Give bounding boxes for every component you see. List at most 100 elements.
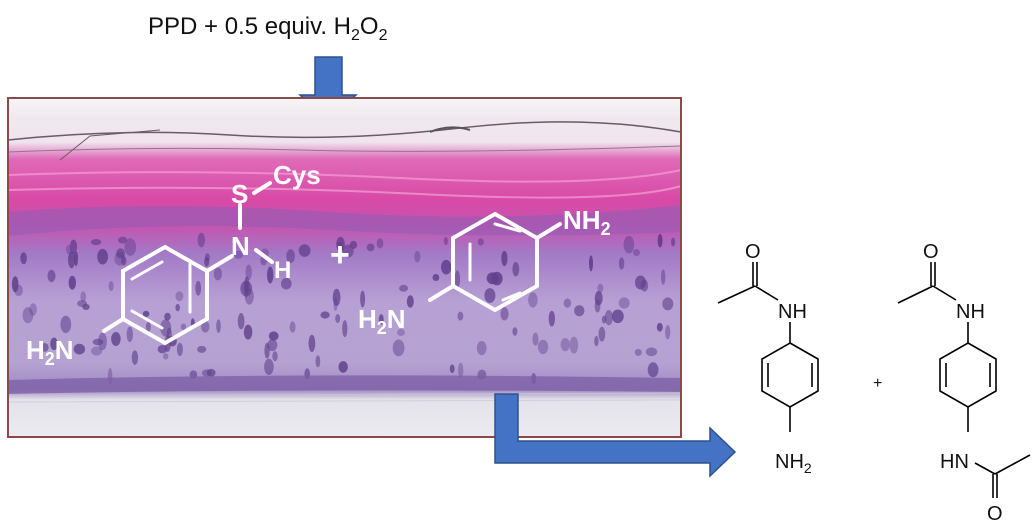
cell-nucleus — [175, 291, 184, 302]
cell-nucleus — [195, 280, 202, 296]
cell-nucleus — [665, 325, 671, 340]
cell-nucleus — [476, 341, 487, 356]
cell-nucleus — [671, 237, 676, 247]
p2-nh-label: NH — [956, 301, 985, 323]
cell-nucleus — [594, 291, 603, 306]
cell-nucleus — [116, 248, 125, 259]
cell-nucleus — [378, 314, 384, 325]
cell-nucleus — [399, 284, 409, 292]
cell-nucleus — [432, 274, 440, 281]
cell-nucleus — [237, 313, 245, 330]
cell-nucleus — [68, 275, 77, 290]
product-plus: + — [873, 375, 882, 392]
cell-nucleus — [11, 276, 19, 293]
ppd-molecule — [428, 211, 562, 313]
cell-nucleus — [68, 251, 75, 269]
cell-nucleus — [201, 369, 212, 377]
p1-nh-label: NH — [778, 301, 807, 323]
cell-nucleus — [124, 238, 137, 256]
cell-nucleus — [240, 280, 253, 297]
cell-nucleus — [66, 244, 72, 255]
cell-nucleus — [397, 328, 405, 337]
cell-nucleus — [80, 291, 87, 303]
cell-nucleus — [332, 288, 341, 307]
cell-nucleus — [454, 270, 461, 289]
cell-nucleus — [145, 321, 151, 332]
cell-nucleus — [90, 239, 102, 246]
cell-nucleus — [142, 310, 150, 317]
cell-nucleus — [611, 309, 624, 324]
product-1-structure — [717, 262, 819, 432]
ppd-cys-adduct — [102, 181, 274, 346]
cell-nucleus — [512, 262, 520, 277]
cell-nucleus — [267, 339, 278, 352]
cell-nucleus — [272, 351, 278, 362]
n-label: N — [231, 231, 250, 261]
cell-nucleus — [336, 236, 345, 252]
cell-nucleus — [574, 305, 585, 317]
cell-nucleus — [500, 307, 509, 321]
s-label: S — [231, 179, 248, 209]
cell-nucleus — [216, 319, 221, 334]
cell-nucleus — [204, 257, 210, 267]
cell-nucleus — [484, 288, 496, 303]
cell-nucleus — [73, 251, 79, 267]
cell-nucleus — [537, 339, 549, 355]
cell-nucleus — [213, 267, 222, 281]
cell-nucleus — [244, 288, 254, 305]
cell-nucleus — [569, 336, 579, 354]
cell-nucleus — [406, 295, 414, 308]
cell-nucleus — [598, 326, 606, 342]
p1-nh2-label: NH2 — [775, 451, 812, 476]
cell-nucleus — [486, 272, 499, 285]
cell-nucleus — [131, 350, 139, 365]
cell-nucleus — [243, 324, 253, 340]
cell-nucleus — [623, 235, 635, 254]
cell-nucleus — [618, 257, 625, 270]
cell-nucleus — [360, 290, 366, 308]
cell-nucleus — [281, 277, 292, 290]
cell-nucleus — [449, 364, 455, 374]
cell-nucleus — [22, 307, 34, 324]
cell-nucleus — [267, 266, 274, 284]
cell-nucleus — [92, 338, 104, 346]
cell-nucleus — [50, 337, 58, 351]
cell-nucleus — [645, 347, 658, 357]
p2-o-bottom-label: O — [987, 503, 1003, 525]
cell-nucleus — [289, 321, 296, 333]
cell-nucleus — [501, 250, 508, 267]
cell-nucleus — [60, 315, 72, 334]
cell-nucleus — [560, 338, 570, 352]
cell-nucleus — [633, 249, 640, 256]
cell-nucleus — [286, 249, 295, 263]
cell-nucleus — [157, 345, 168, 354]
cell-nucleus — [512, 327, 518, 336]
cell-nucleus — [20, 252, 27, 265]
cell-nucleus — [97, 248, 108, 265]
cell-nucleus — [77, 300, 88, 307]
cell-nucleus — [349, 240, 358, 249]
cell-nucleus — [315, 355, 321, 368]
cell-nucleus — [661, 269, 666, 285]
cell-nucleus — [121, 256, 127, 266]
cell-nucleus — [114, 251, 125, 266]
cell-nucleus — [118, 236, 128, 244]
p1-o-label: O — [745, 241, 761, 263]
cell-nucleus — [594, 335, 599, 347]
product-2-structure — [897, 262, 1031, 498]
cell-nucleus — [180, 323, 186, 330]
cell-nucleus — [91, 346, 103, 356]
cell-nucleus — [528, 292, 538, 308]
adduct-labels: Cys S N H H2N — [26, 160, 321, 369]
cell-nucleus — [656, 322, 663, 332]
cell-nucleus — [126, 326, 133, 343]
cell-nucleus — [441, 259, 452, 275]
tissue-plus: + — [330, 236, 350, 274]
cell-nucleus — [233, 250, 244, 259]
cell-nucleus — [477, 238, 484, 246]
cell-nucleus — [618, 297, 630, 309]
cell-nucleus — [458, 362, 464, 378]
cell-nucleus — [457, 311, 464, 321]
cell-nucleus — [662, 297, 674, 311]
cell-nucleus — [601, 315, 607, 324]
